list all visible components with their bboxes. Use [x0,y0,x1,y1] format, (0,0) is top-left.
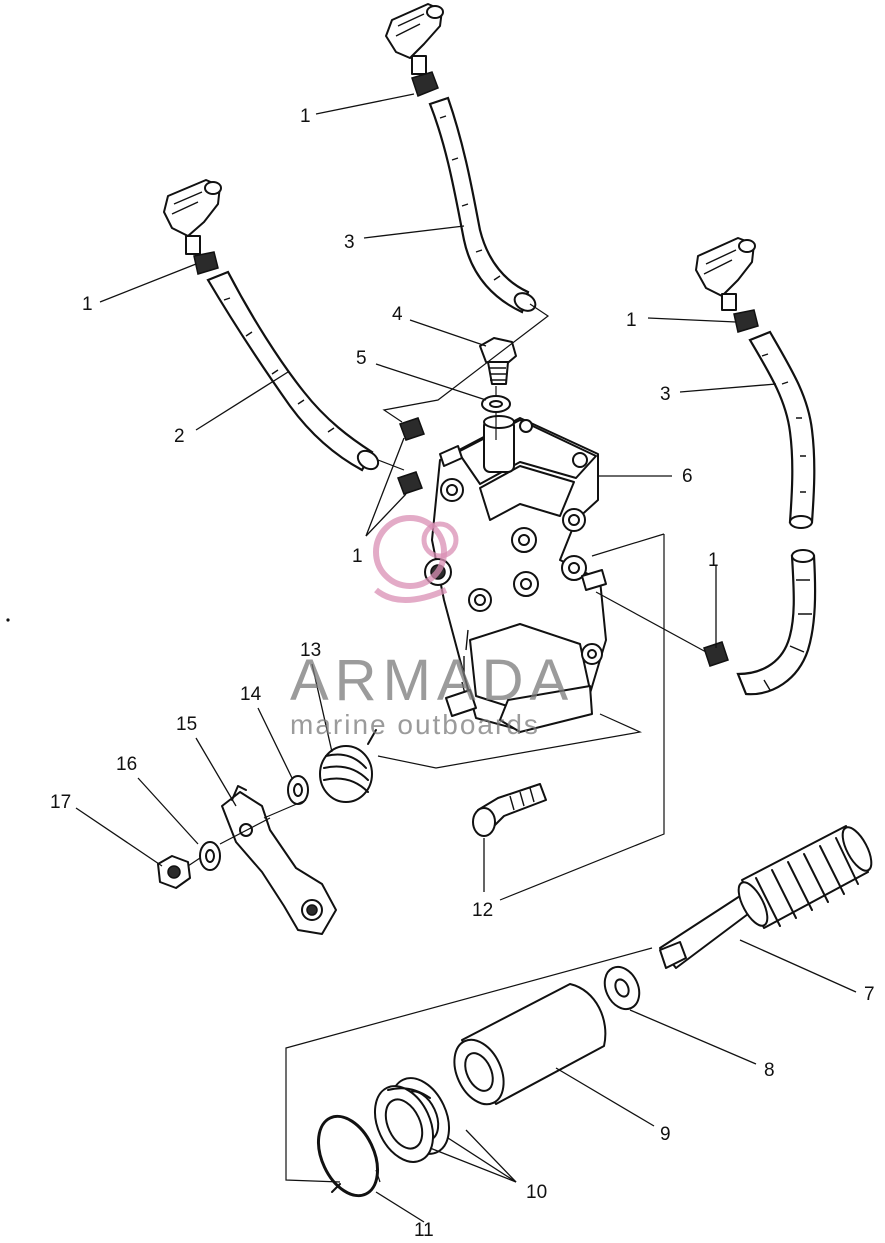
oil-pump-body [424,415,607,733]
assembly-lines [187,303,707,1183]
bleed-bolt [479,337,517,385]
callout-10: 10 [526,1182,547,1203]
callout-labels: 1 1 1 1 1 2 3 3 4 5 6 7 8 9 10 11 12 13 … [50,106,875,1241]
hose-clip [193,71,759,667]
throttle-lever [221,785,337,935]
callout-1: 1 [352,546,363,567]
callout-1: 1 [82,294,93,315]
sealing-washer [481,395,511,413]
carburetor-nipple-right [695,237,756,311]
callout-12: 12 [472,900,493,921]
lever-washer-16 [199,841,221,871]
leader-lines [75,93,857,1223]
callout-13: 13 [300,640,321,661]
callout-11: 11 [414,1220,434,1238]
mounting-bolt [472,783,547,837]
stray-dot [6,618,10,622]
carburetor-nipple-left [163,179,222,255]
carburetor-nipple-top [385,3,444,75]
drive-gear-shaft [659,825,873,969]
callout-14: 14 [240,684,262,705]
snap-ring [316,1114,380,1198]
callout-2: 2 [174,426,185,447]
callout-1: 1 [626,310,637,331]
watermark-brand: ARMADA [290,648,574,713]
callout-3: 3 [344,232,355,253]
callout-7: 7 [864,984,875,1005]
armada-logo-mark [373,515,459,603]
watermark: ARMADA marine outboards [290,648,574,740]
callout-15: 15 [176,714,197,735]
hose-2-left [206,270,380,472]
gear-bushing [453,983,607,1106]
hose-3-right-lower [736,549,817,696]
lever-nut-17 [157,855,191,889]
callout-16: 16 [116,754,137,775]
callout-6: 6 [682,466,693,487]
callout-5: 5 [356,348,367,369]
gear-washer [603,965,641,1011]
callout-3: 3 [660,384,671,405]
callout-8: 8 [764,1060,775,1081]
oil-seals [373,1077,451,1163]
return-spring [319,729,377,803]
callout-9: 9 [660,1124,671,1145]
callout-4: 4 [392,304,403,325]
callout-1: 1 [708,550,719,571]
callout-1: 1 [300,106,311,127]
callout-17: 17 [50,792,71,813]
hose-3-right-upper [748,330,816,529]
hose-3-top [428,96,537,314]
watermark-tagline: marine outboards [290,709,540,740]
